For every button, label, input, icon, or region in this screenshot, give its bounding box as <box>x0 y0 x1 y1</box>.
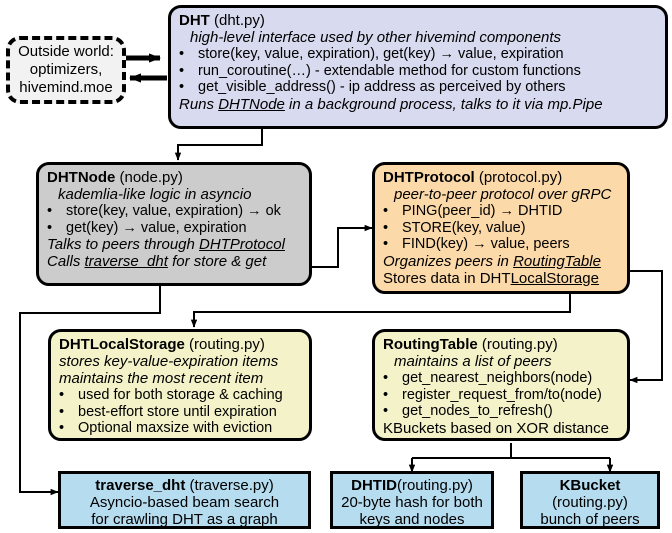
dhtprotocol-bullet-2: •FIND(key) → value, peers <box>383 236 570 253</box>
dhtnode-footer1: Talks to peers through DHTProtocol <box>47 236 285 254</box>
dhtlocalstorage-module: (routing.py) <box>189 336 265 353</box>
outside-world-line2: optimizers, <box>29 61 103 78</box>
dhtprotocol-bullet-1: •STORE(key, value) <box>383 219 526 236</box>
dhtnode-subtitle: kademlia-like logic in asyncio <box>58 186 252 203</box>
dhtprotocol-name: DHTProtocol <box>383 169 475 186</box>
dhtnode-protocol-link[interactable]: DHTProtocol <box>199 236 285 254</box>
dhtlocalstorage-name: DHTLocalStorage <box>59 336 185 353</box>
kbucket-line1: bunch of peers <box>540 511 640 528</box>
dht-footer: Runs DHTNode in a background process, ta… <box>179 95 603 113</box>
dhtprotocol-routingtable-link[interactable]: RoutingTable <box>513 252 601 270</box>
dhtprotocol-subtitle: peer-to-peer protocol over gRPC <box>394 186 612 203</box>
routingtable-name: RoutingTable <box>383 336 478 353</box>
dhtprotocol-localstorage-link[interactable]: LocalStorage <box>510 269 599 287</box>
dht-name: DHT <box>179 12 210 29</box>
dhtprotocol-module: (protocol.py) <box>478 169 563 186</box>
dhtid-line2: keys and nodes <box>359 511 465 528</box>
routingtable-module: (routing.py) <box>481 336 558 353</box>
dhtnode-box: DHTNode (node.py) kademlia-like logic in… <box>36 162 312 286</box>
dhtnode-bullet-1: •get(key) → value, expiration <box>47 219 247 236</box>
dhtnode-traverse-link[interactable]: traverse_dht <box>84 253 168 271</box>
dhtprotocol-bullet-0: •PING(peer_id) → DHTID <box>383 203 563 219</box>
dhtprotocol-footer2: Stores data in DHTLocalStorage <box>383 269 599 287</box>
dht-bullet-2: •get_visible_address() - ip address as p… <box>179 79 566 96</box>
routingtable-title: RoutingTable (routing.py) <box>383 336 620 353</box>
kbucket-module: (routing.py) <box>552 494 628 511</box>
routingtable-bullet-0: •get_nearest_neighbors(node) <box>383 370 593 386</box>
routingtable-subtitle: maintains a list of peers <box>394 353 552 370</box>
outside-world-box: Outside world: optimizers, hivemind.moe <box>6 36 126 104</box>
dhtlocalstorage-box: DHTLocalStorage (routing.py) stores key-… <box>48 329 312 441</box>
routingtable-bullet-1: •register_request_from/to(node) <box>383 386 602 403</box>
traversedht-name: traverse_dht <box>95 477 186 494</box>
traversedht-line2: for crawling DHT as a graph <box>91 511 278 528</box>
routingtable-box: RoutingTable (routing.py) maintains a li… <box>372 329 630 441</box>
dht-box: DHT (dht.py) high-level interface used b… <box>168 5 668 129</box>
traversedht-line1: Asyncio-based beam search <box>89 494 280 511</box>
traversedht-box: traverse_dht (traverse.py) Asyncio-based… <box>58 471 311 529</box>
dhtlocalstorage-bullet-2: •Optional maxsize with eviction <box>59 420 273 437</box>
dhtprotocol-footer1: Organizes peers in RoutingTable <box>383 252 601 270</box>
dhtnode-title: DHTNode (node.py) <box>47 169 302 186</box>
dhtlocalstorage-bullet-1: •best-effort store until expiration <box>59 403 277 420</box>
dht-title: DHT (dht.py) <box>179 12 658 29</box>
dhtid-title: DHTID(routing.py) <box>333 477 491 494</box>
dhtnode-name: DHTNode <box>47 169 116 186</box>
dhtlocalstorage-title: DHTLocalStorage (routing.py) <box>59 336 302 353</box>
dhtid-module: (routing.py) <box>396 477 473 494</box>
dhtlocalstorage-sub2: maintains the most recent item <box>59 370 264 387</box>
outside-world-line1: Outside world: <box>18 43 114 60</box>
wire-dht-to-dhtnode <box>174 125 263 161</box>
dhtlocalstorage-sub1: stores key-value-expiration items <box>59 353 279 370</box>
dht-module: (dht.py) <box>214 12 265 29</box>
dhtnode-footer2: Calls traverse_dht for store & get <box>47 253 267 271</box>
dhtlocalstorage-bullet-0: •used for both storage & caching <box>59 387 283 403</box>
outside-world-line3: hivemind.moe <box>19 79 113 96</box>
wire-dhtprotocol-to-routingtable <box>627 265 663 384</box>
routingtable-bullet-2: •get_nodes_to_refresh() <box>383 403 553 420</box>
wire-dhtprotocol-to-dhtlocalstorage <box>190 294 571 328</box>
kbucket-name: KBucket <box>559 477 621 494</box>
dht-subtitle: high-level interface used by other hivem… <box>190 29 562 46</box>
dhtprotocol-title: DHTProtocol (protocol.py) <box>383 169 620 186</box>
wire-dhtnode-to-dhtprotocol <box>309 224 373 273</box>
traversedht-module: (traverse.py) <box>189 477 274 494</box>
dhtnode-module: (node.py) <box>119 169 183 186</box>
dhtid-box: DHTID(routing.py) 20-byte hash for both … <box>330 471 494 529</box>
outside-world-text: Outside world: optimizers, hivemind.moe <box>18 43 114 97</box>
kbucket-box: KBucket (routing.py) bunch of peers <box>520 471 660 529</box>
dhtprotocol-box: DHTProtocol (protocol.py) peer-to-peer p… <box>372 162 630 294</box>
dhtid-name: DHTID <box>351 477 397 494</box>
dhtnode-bullet-0: •store(key, value, expiration) → ok <box>47 203 281 219</box>
dht-bullet-0: •store(key, value, expiration), get(key)… <box>179 46 564 62</box>
routingtable-footer: KBuckets based on XOR distance <box>383 419 609 437</box>
wire-routingtable-to-leaves <box>408 443 614 473</box>
wire-outsideworld-to-dht <box>123 53 167 83</box>
dht-footer-link[interactable]: DHTNode <box>218 95 285 113</box>
dhtid-line1: 20-byte hash for both <box>341 494 483 511</box>
dht-bullet-1: •run_coroutine(…) - extendable method fo… <box>179 62 581 79</box>
wire-dhtnode-to-traversedht <box>19 285 161 496</box>
traversedht-title: traverse_dht (traverse.py) <box>61 477 308 494</box>
